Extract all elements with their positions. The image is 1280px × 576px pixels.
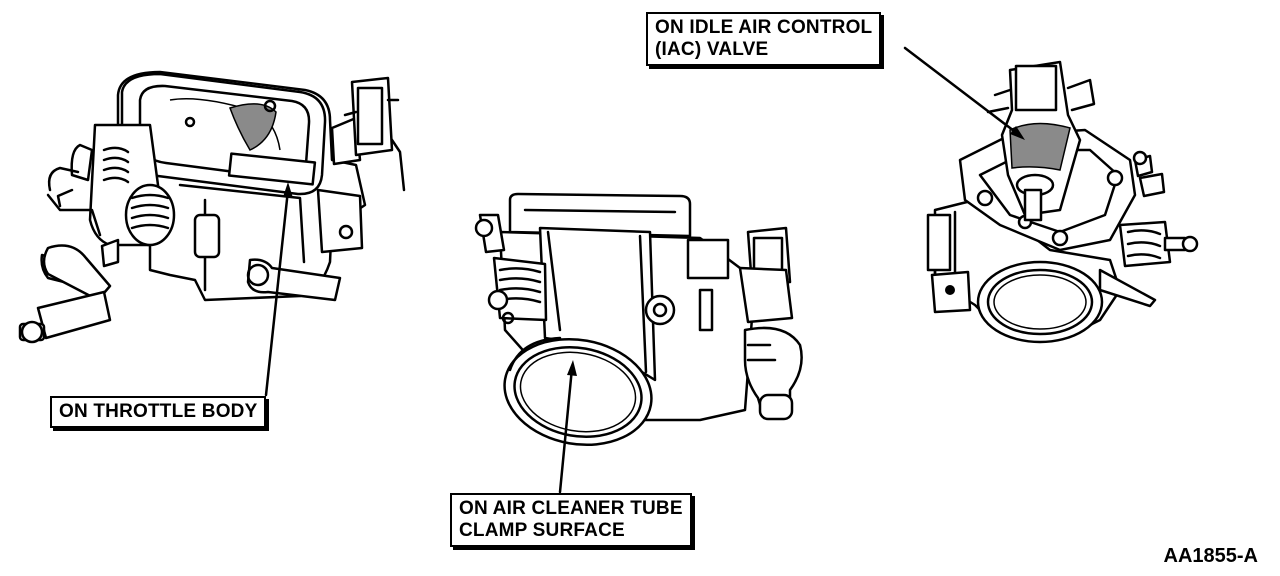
label-on-iac-valve-line2: (IAC) VALVE <box>655 39 769 60</box>
throttle-body-center-view <box>474 192 803 447</box>
throttle-cable-lever <box>18 244 112 344</box>
throttle-body-left-view <box>18 70 406 344</box>
label-on-iac-valve: ON IDLE AIR CONTROL (IAC) VALVE <box>646 12 882 66</box>
leader-lines <box>264 46 1025 494</box>
label-on-air-cleaner-tube-line1: ON AIR CLEANER TUBE <box>459 498 683 519</box>
throttle-body-right-view <box>926 60 1199 344</box>
throttle-return-springs <box>46 123 176 268</box>
label-on-air-cleaner-tube: ON AIR CLEANER TUBE CLAMP SURFACE <box>450 493 692 547</box>
label-on-iac-valve-line1: ON IDLE AIR CONTROL <box>655 17 873 38</box>
label-on-throttle-body: ON THROTTLE BODY <box>50 396 267 428</box>
figure-reference-code: AA1855-A <box>1163 545 1258 567</box>
label-on-air-cleaner-tube-line2: CLAMP SURFACE <box>459 520 625 541</box>
label-on-throttle-body-text: ON THROTTLE BODY <box>59 401 258 422</box>
